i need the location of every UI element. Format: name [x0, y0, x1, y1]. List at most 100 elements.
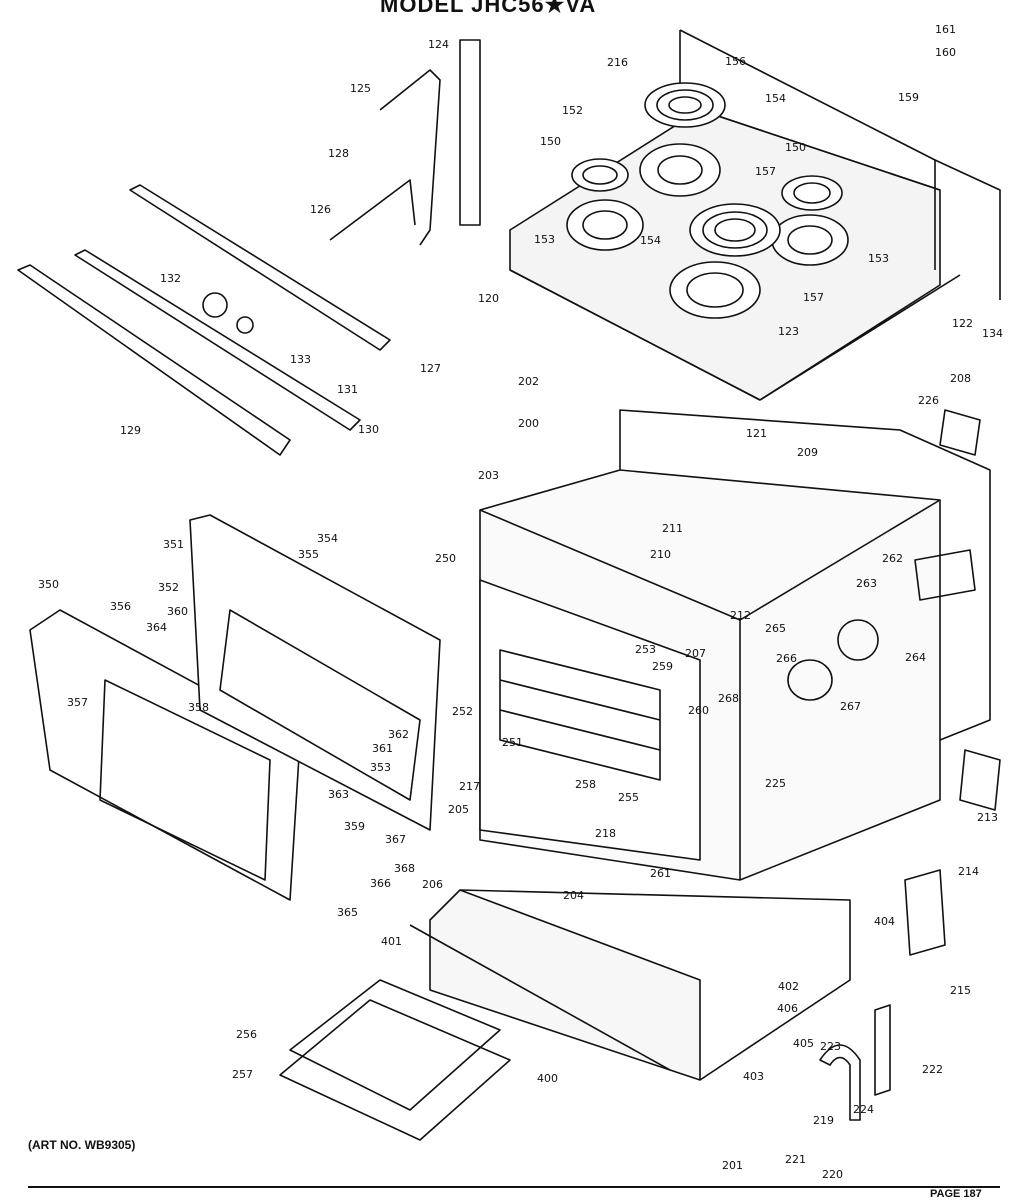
part-label: 218	[595, 827, 616, 840]
part-label: 259	[652, 660, 673, 673]
part-label: 132	[160, 272, 181, 285]
part-label: 152	[562, 104, 583, 117]
part-label: 400	[537, 1072, 558, 1085]
part-label: 364	[146, 621, 167, 634]
part-label: 160	[935, 46, 956, 59]
part-label: 253	[635, 643, 656, 656]
part-label: 134	[982, 327, 1003, 340]
part-label: 252	[452, 705, 473, 718]
model-title: MODEL JHC56★VA	[380, 0, 597, 17]
part-label: 202	[518, 375, 539, 388]
part-label: 161	[935, 23, 956, 36]
part-label: 255	[618, 791, 639, 804]
part-label: 128	[328, 147, 349, 160]
part-label: 359	[344, 820, 365, 833]
part-label: 129	[120, 424, 141, 437]
part-label: 130	[358, 423, 379, 436]
part-label: 150	[540, 135, 561, 148]
part-label: 265	[765, 622, 786, 635]
part-label: 127	[420, 362, 441, 375]
part-label: 211	[662, 522, 683, 535]
part-label: 203	[478, 469, 499, 482]
part-label: 206	[422, 878, 443, 891]
part-label: 154	[765, 92, 786, 105]
part-label: 125	[350, 82, 371, 95]
part-label: 153	[534, 233, 555, 246]
cooktop-assembly	[509, 29, 1001, 401]
part-label: 153	[868, 252, 889, 265]
part-label: 120	[478, 292, 499, 305]
part-label: 126	[310, 203, 331, 216]
part-label: 223	[820, 1040, 841, 1053]
part-label: 222	[922, 1063, 943, 1076]
part-label: 123	[778, 325, 799, 338]
art-number: (ART NO. WB9305)	[28, 1138, 136, 1152]
part-label: 267	[840, 700, 861, 713]
part-label: 214	[958, 865, 979, 878]
part-label: 201	[722, 1159, 743, 1172]
part-label: 360	[167, 605, 188, 618]
part-label: 217	[459, 780, 480, 793]
part-label: 225	[765, 777, 786, 790]
part-label: 159	[898, 91, 919, 104]
part-label: 355	[298, 548, 319, 561]
part-label: 357	[67, 696, 88, 709]
part-label: 362	[388, 728, 409, 741]
part-label: 404	[874, 915, 895, 928]
part-label: 361	[372, 742, 393, 755]
part-label: 363	[328, 788, 349, 801]
part-label: 209	[797, 446, 818, 459]
part-label: 353	[370, 761, 391, 774]
part-label: 207	[685, 647, 706, 660]
part-label: 122	[952, 317, 973, 330]
right-side-parts	[787, 409, 1001, 1121]
part-label: 157	[755, 165, 776, 178]
page-number: PAGE 187	[930, 1188, 982, 1200]
part-label: 351	[163, 538, 184, 551]
part-label: 219	[813, 1114, 834, 1127]
bottom-rule	[28, 1186, 1000, 1188]
part-label: 356	[110, 600, 131, 613]
part-label: 402	[778, 980, 799, 993]
part-label: 266	[776, 652, 797, 665]
left-side-parts	[17, 39, 481, 456]
part-label: 352	[158, 581, 179, 594]
part-label: 205	[448, 803, 469, 816]
part-labels: 124 125 128 126 127 132 133 131 130 129 …	[38, 23, 1003, 1181]
part-label: 250	[435, 552, 456, 565]
part-label: 224	[853, 1103, 874, 1116]
part-label: 156	[725, 55, 746, 68]
oven-door	[29, 514, 441, 901]
part-label: 262	[882, 552, 903, 565]
storage-drawer	[279, 889, 851, 1141]
part-label: 133	[290, 353, 311, 366]
part-label: 226	[918, 394, 939, 407]
part-label: 261	[650, 867, 671, 880]
part-label: 401	[381, 935, 402, 948]
part-label: 124	[428, 38, 449, 51]
part-label: 406	[777, 1002, 798, 1015]
part-label: 368	[394, 862, 415, 875]
part-label: 154	[640, 234, 661, 247]
part-label: 365	[337, 906, 358, 919]
part-label: 150	[785, 141, 806, 154]
part-label: 213	[977, 811, 998, 824]
part-label: 220	[822, 1168, 843, 1181]
part-label: 157	[803, 291, 824, 304]
part-label: 260	[688, 704, 709, 717]
part-label: 204	[563, 889, 584, 902]
part-label: 215	[950, 984, 971, 997]
part-label: 221	[785, 1153, 806, 1166]
part-label: 216	[607, 56, 628, 69]
part-label: 354	[317, 532, 338, 545]
part-label: 210	[650, 548, 671, 561]
part-label: 268	[718, 692, 739, 705]
part-label: 366	[370, 877, 391, 890]
part-label: 405	[793, 1037, 814, 1050]
part-label: 350	[38, 578, 59, 591]
part-label: 212	[730, 609, 751, 622]
part-label: 264	[905, 651, 926, 664]
part-label: 358	[188, 701, 209, 714]
part-label: 200	[518, 417, 539, 430]
